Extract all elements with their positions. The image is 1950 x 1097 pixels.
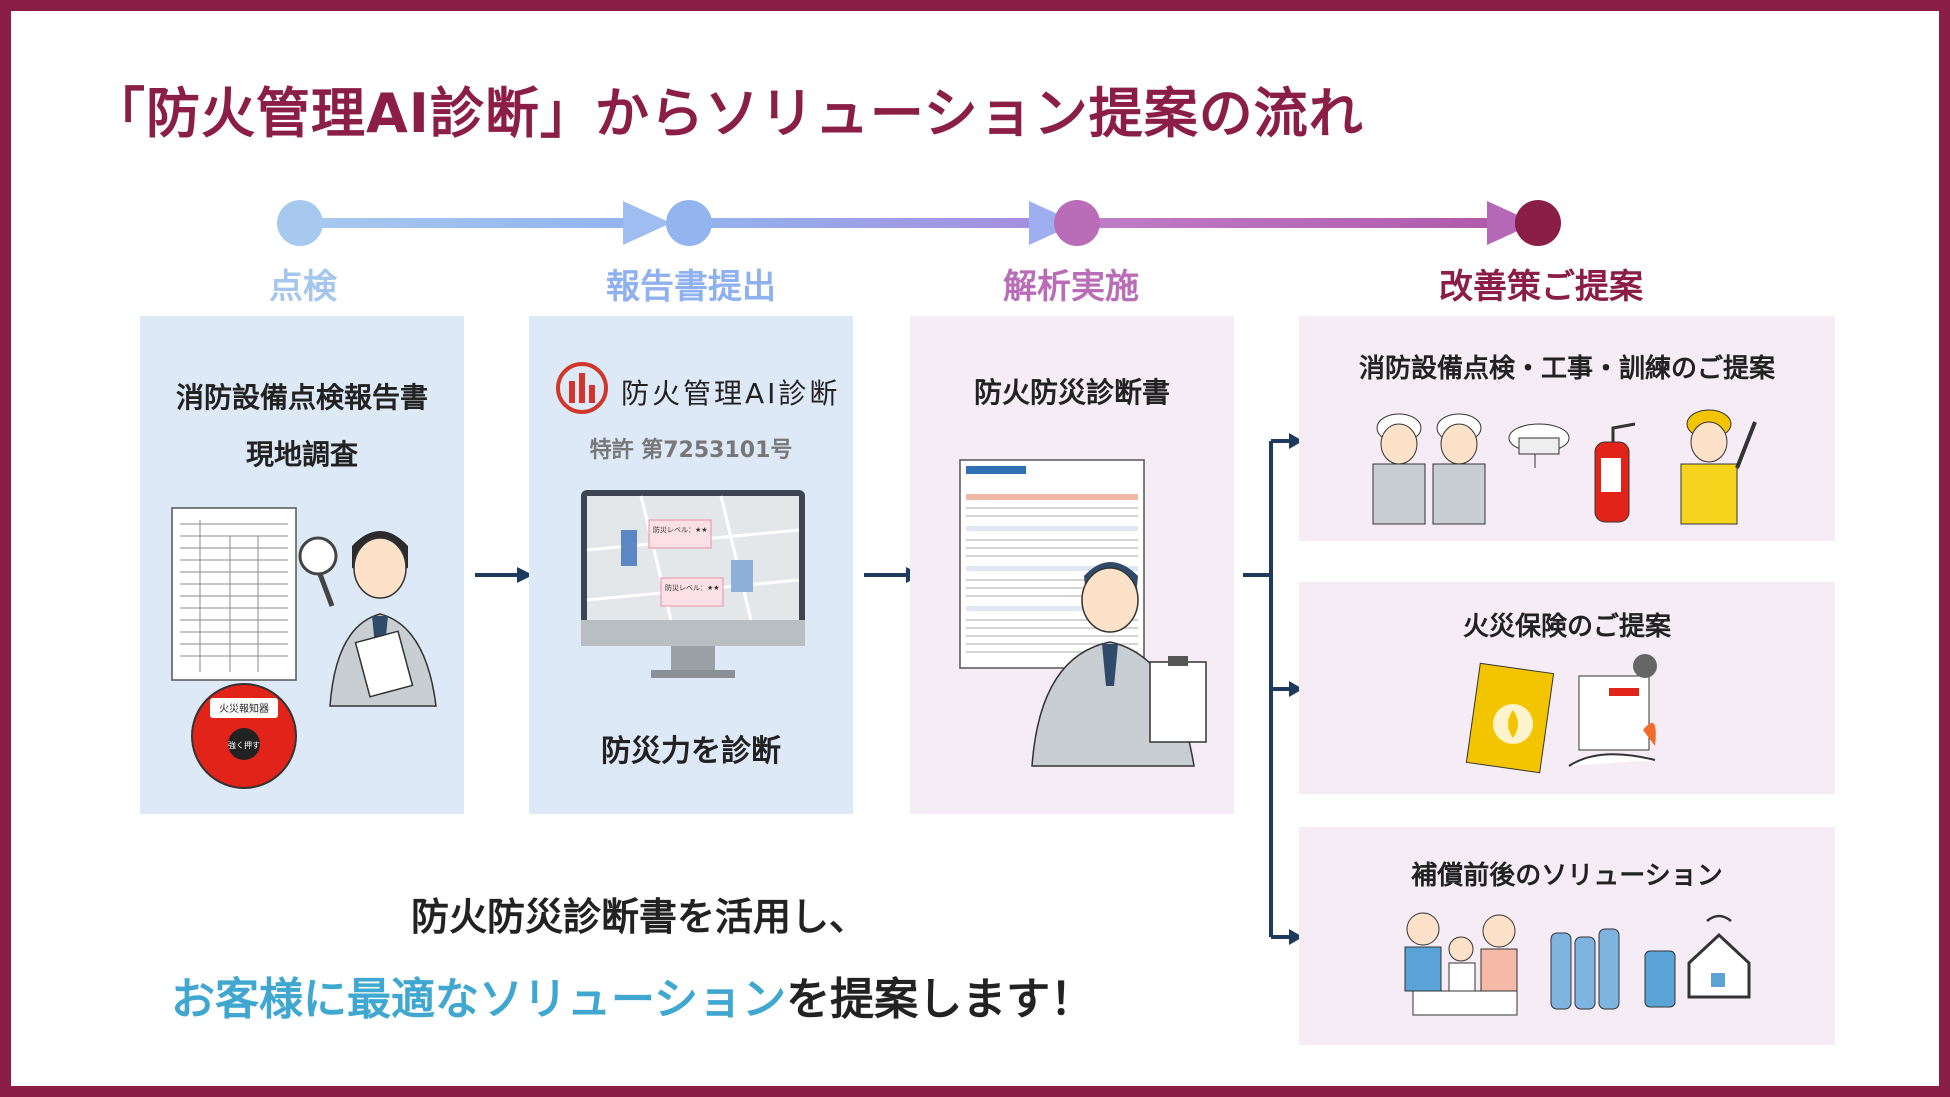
solution-illustration-3: [1404, 912, 1751, 1016]
building-icon: [731, 560, 753, 592]
svg-text:火災報知器: 火災報知器: [219, 702, 269, 715]
clipboard-icon: [1149, 661, 1207, 743]
inspection-line-1: 消防設備点検報告書: [175, 381, 428, 414]
building-icon: [621, 530, 637, 566]
slide: 「防火管理AI診断」からソリューション提案の流れ 点検 報告書提出 解析実施 改…: [11, 11, 1939, 1086]
analysis-title: 防火防災診断書: [973, 376, 1170, 409]
analysis-illustration: [959, 459, 1207, 767]
flow-arrow-1: [475, 567, 533, 583]
solution-panel-inspection: 消防設備点検・工事・訓練のご提案: [1299, 316, 1835, 541]
smart-home-icon: [1687, 914, 1751, 999]
smoke-detector-icon: [1508, 423, 1570, 468]
stage-label-report: 報告書提出: [606, 267, 776, 307]
solution-illustration-2: [1465, 654, 1657, 774]
water-bottles-icon: [1550, 928, 1620, 1010]
inspector-person-icon: [329, 531, 437, 707]
timeline-arrowhead-1: [623, 201, 671, 245]
panel-report: 防火管理AI診断 特許 第7253101号 防災レベル：★★ 防災レベル：★★ …: [529, 316, 853, 814]
timeline: [277, 200, 1561, 246]
report-caption: 防災力を診断: [601, 734, 781, 769]
svg-text:強く押す: 強く押す: [228, 740, 260, 750]
stage-dot-2: [666, 200, 712, 246]
highlight-text: お客様に最適なソリューション: [171, 974, 787, 1025]
stage-dot-3: [1054, 200, 1100, 246]
timeline-segment-3: [1079, 218, 1489, 228]
patent-number: 特許 第7253101号: [589, 438, 793, 463]
panel-inspection: 消防設備点検報告書 現地調査: [140, 316, 464, 814]
inspection-line-2: 現地調査: [245, 438, 358, 471]
svg-text:防災レベル：★★: 防災レベル：★★: [665, 583, 720, 592]
report-document-icon: [171, 507, 297, 681]
bottom-text-line-2: お客様に最適なソリューションを提案します！: [171, 963, 1094, 1027]
stage-label-analysis: 解析実施: [1003, 267, 1139, 307]
family-icon: [1404, 912, 1518, 1016]
panel-analysis: 防火防災診断書: [910, 316, 1234, 814]
magnifier-icon: [298, 536, 338, 607]
stage-label-proposal: 改善策ご提案: [1439, 267, 1643, 307]
bottom-text-line-1: 防火防災診断書を活用し、: [411, 895, 868, 939]
svg-text:防災レベル：★★: 防災レベル：★★: [653, 525, 708, 534]
solution-panel-insurance: 火災保険のご提案: [1299, 582, 1835, 794]
solution-label-3: 補償前後のソリューション: [1411, 861, 1723, 891]
stage-dot-1: [277, 200, 323, 246]
timeline-segment-1: [303, 218, 623, 228]
stage-label-inspection: 点検: [269, 267, 337, 307]
branch-arrows: [1243, 433, 1303, 945]
brand-logo-icon: [556, 362, 608, 414]
solution-panel-compensation: 補償前後のソリューション: [1299, 827, 1835, 1045]
brand-name: 防火管理AI診断: [621, 377, 841, 410]
solution-illustration-1: [1372, 409, 1757, 525]
worker-pointing-icon: [1680, 409, 1757, 525]
workers-icon: [1372, 413, 1486, 525]
insurance-document-icon: [1465, 662, 1555, 774]
bottom-text-rest: を提案します！: [786, 974, 1095, 1025]
timeline-segment-2: [691, 218, 1031, 228]
solution-label-1: 消防設備点検・工事・訓練のご提案: [1358, 354, 1775, 384]
timeline-arrowhead-2: [1029, 201, 1077, 245]
fire-extinguisher-icon: [1594, 422, 1636, 523]
fire-alarm-icon: 火災報知器 強く押す: [191, 683, 297, 789]
analyst-person-icon: [1031, 562, 1207, 767]
house-fire-icon: [1568, 654, 1657, 767]
smartphone-icon: [1644, 950, 1676, 1008]
inspection-illustration: 火災報知器 強く押す: [171, 507, 437, 789]
solution-label-2: 火災保険のご提案: [1462, 612, 1671, 642]
timeline-arrowhead-3: [1487, 201, 1535, 245]
stage-dot-4: [1515, 200, 1561, 246]
monitor-map-illustration: 防災レベル：★★ 防災レベル：★★: [581, 490, 805, 678]
page-title: 「防火管理AI診断」からソリューション提案の流れ: [91, 82, 1364, 145]
